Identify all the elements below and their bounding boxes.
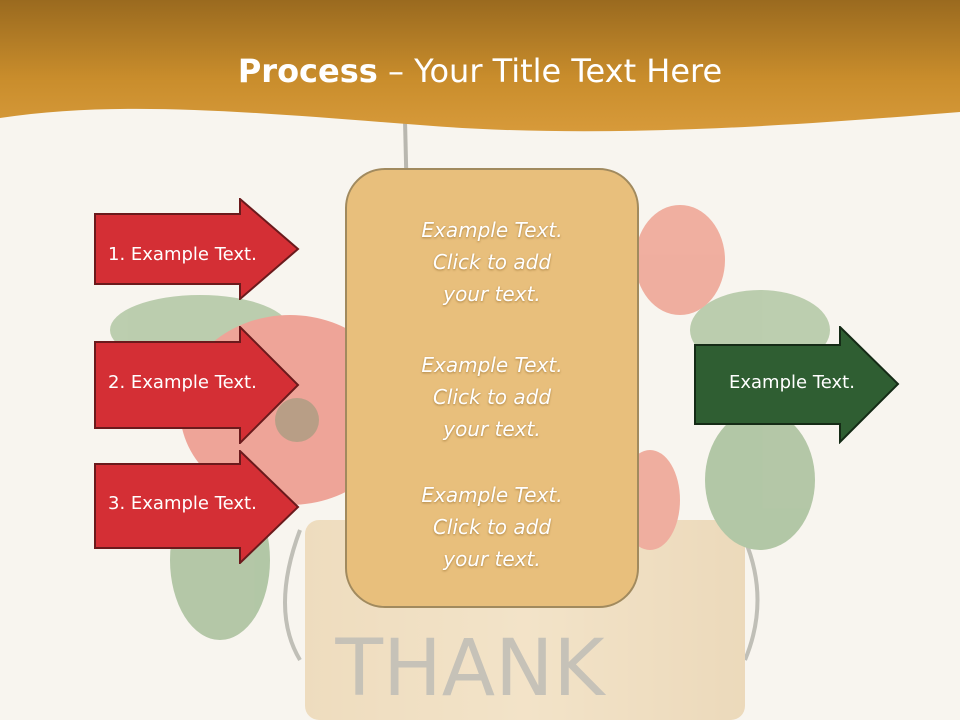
arrow-shape-3 xyxy=(94,450,300,564)
header-band xyxy=(0,0,960,132)
arrow-shape-right xyxy=(694,326,900,444)
panel-line: Click to add xyxy=(432,515,552,539)
panel-block-1[interactable]: Example Text. Click to add your text. xyxy=(347,214,637,310)
panel-line: Example Text. xyxy=(421,218,563,242)
arrow-shape-1 xyxy=(94,198,300,300)
arrow-shape-2 xyxy=(94,326,300,444)
panel-line: Click to add xyxy=(432,385,552,409)
panel-line: your text. xyxy=(443,547,541,571)
panel-line: your text. xyxy=(443,417,541,441)
panel-line: Click to add xyxy=(432,250,552,274)
arrow-label-3[interactable]: 3. Example Text. xyxy=(108,493,257,514)
panel-block-3[interactable]: Example Text. Click to add your text. xyxy=(347,479,637,575)
panel-line: Example Text. xyxy=(421,353,563,377)
arrow-label-right[interactable]: Example Text. xyxy=(729,372,855,393)
slide-title: Process – Your Title Text Here xyxy=(0,52,960,90)
arrow-label-2[interactable]: 2. Example Text. xyxy=(108,372,257,393)
thank-word: THANK xyxy=(334,624,606,714)
panel-block-2[interactable]: Example Text. Click to add your text. xyxy=(347,349,637,445)
panel-line: Example Text. xyxy=(421,483,563,507)
arrow-label-1[interactable]: 1. Example Text. xyxy=(108,244,257,265)
center-text-panel[interactable]: Example Text. Click to add your text. Ex… xyxy=(345,168,639,608)
title-bold: Process xyxy=(237,52,378,90)
title-rest: – Your Title Text Here xyxy=(377,52,723,90)
panel-line: your text. xyxy=(443,282,541,306)
